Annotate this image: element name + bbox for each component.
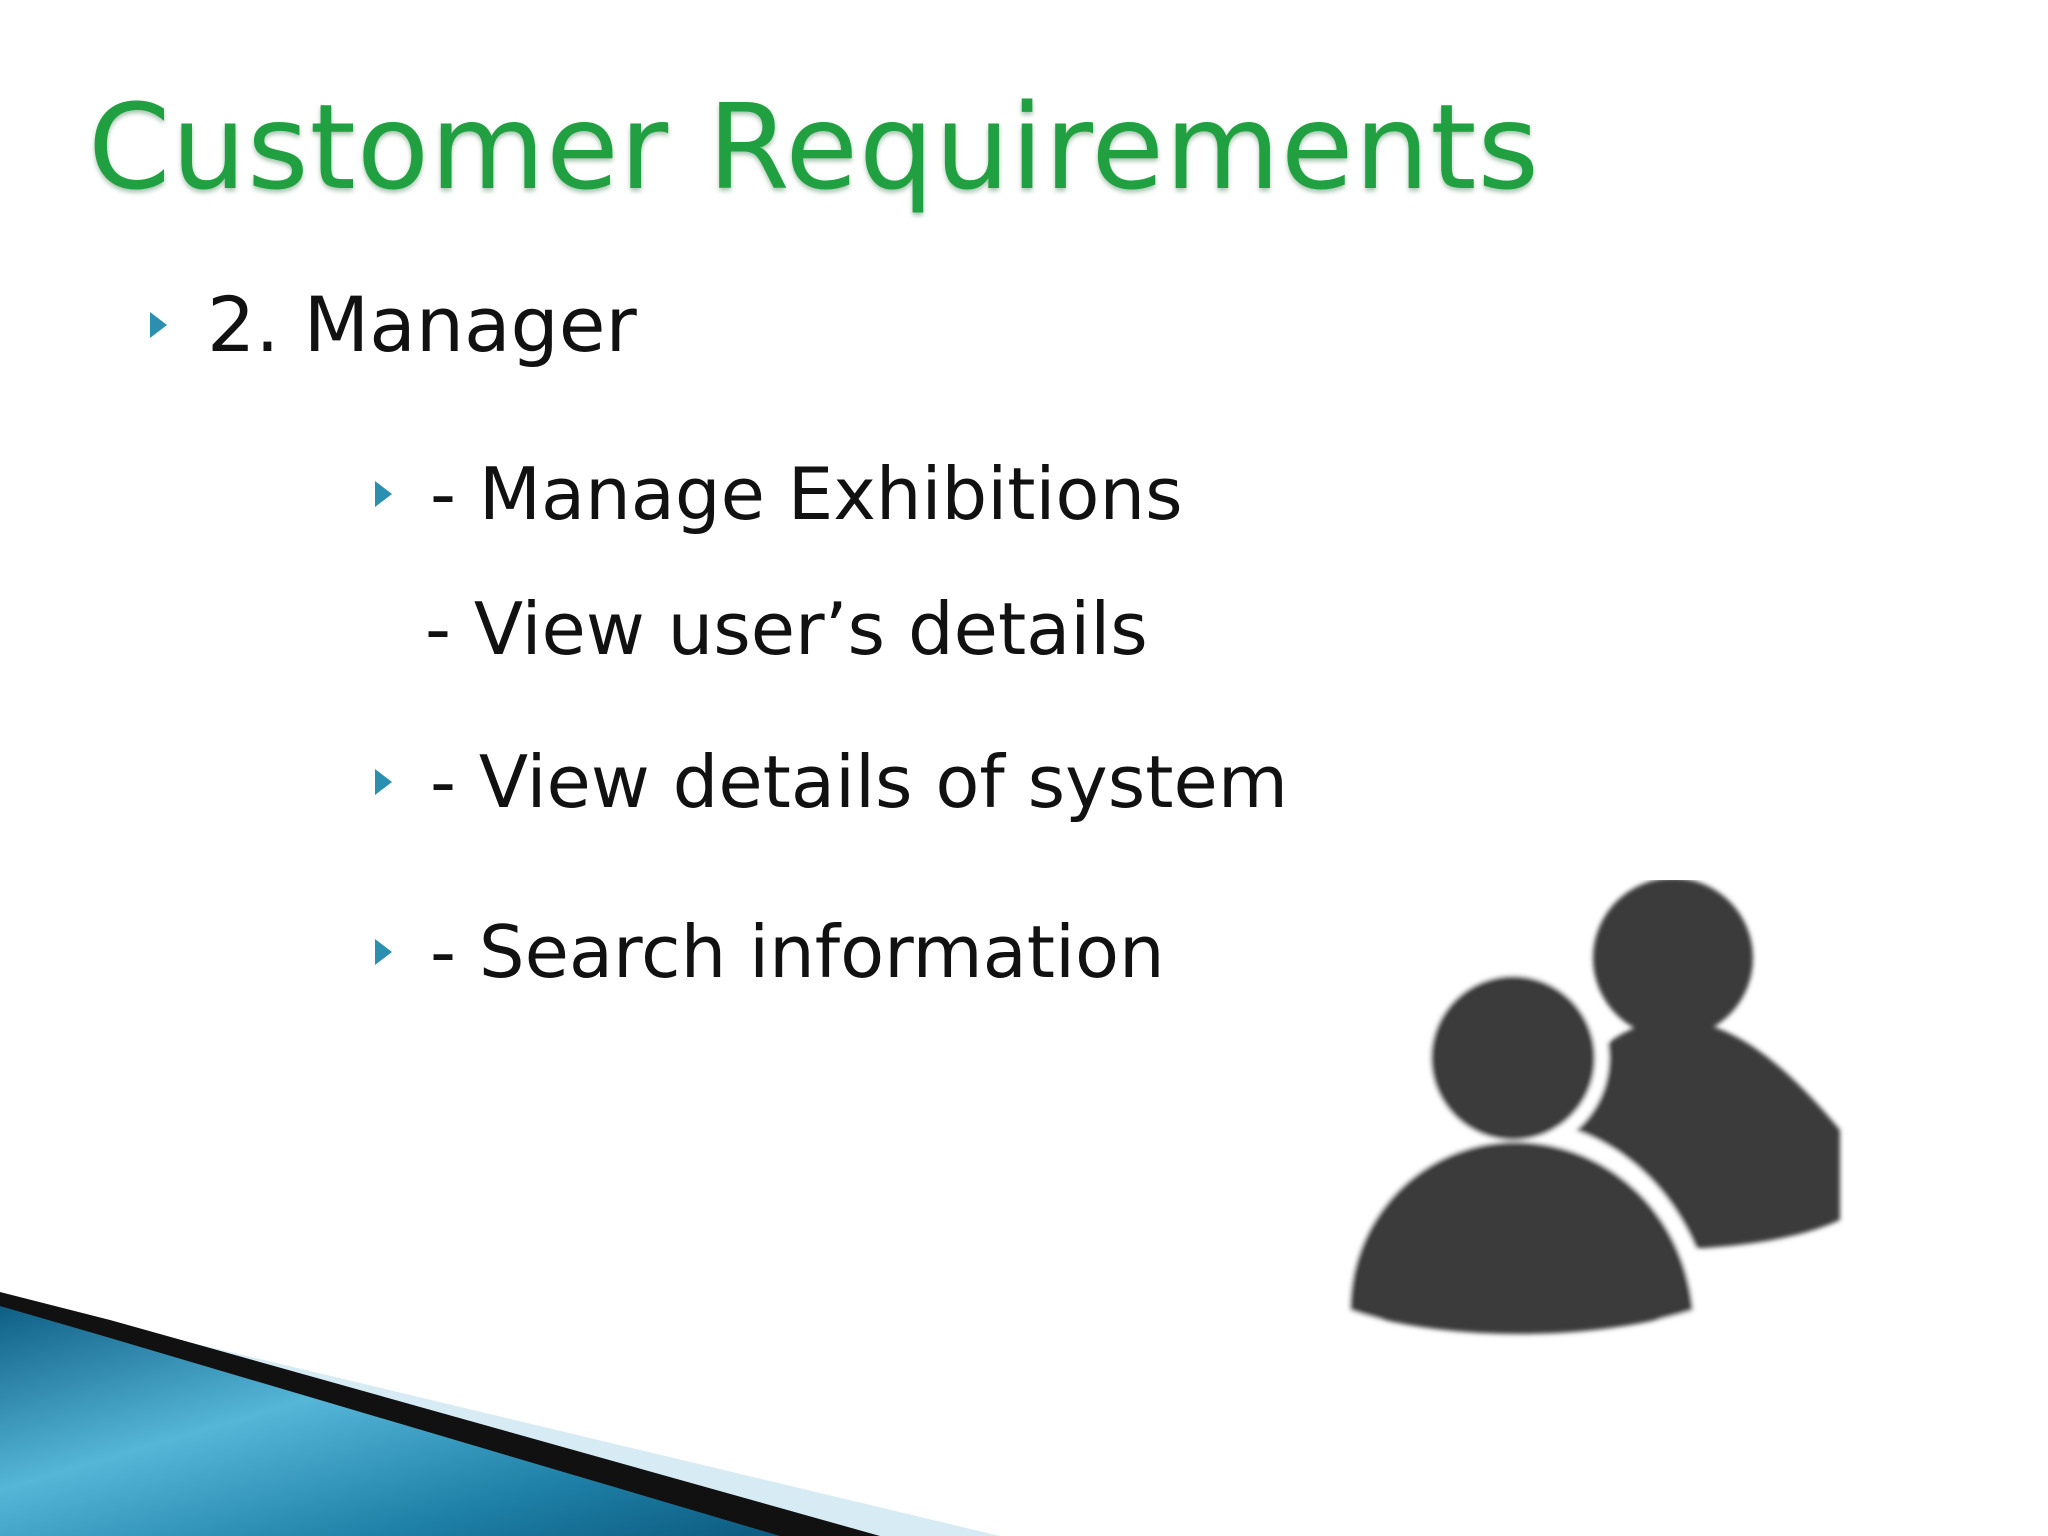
- bullet-arrow-icon: [375, 939, 392, 965]
- bullet-text: 2. Manager: [207, 280, 637, 369]
- bullet-manage-exhibitions: - Manage Exhibitions: [375, 452, 1183, 536]
- slide-title: Customer Requirements: [88, 78, 1541, 216]
- decorative-swoosh: [0, 1292, 1000, 1536]
- bullet-text: - Search information: [430, 910, 1165, 994]
- bullet-manager: 2. Manager: [150, 280, 637, 369]
- bullet-search-information: - Search information: [375, 910, 1165, 994]
- bullet-view-system-details: - View details of system: [375, 740, 1288, 824]
- bullet-arrow-icon: [150, 311, 167, 338]
- bullet-text: - View details of system: [430, 740, 1288, 824]
- bullet-text: - Manage Exhibitions: [430, 452, 1183, 536]
- bullet-text: - View user’s details: [425, 587, 1148, 671]
- bullet-arrow-icon: [375, 769, 392, 795]
- bullet-view-user-details: - View user’s details: [425, 587, 1148, 671]
- users-icon: [1345, 880, 1840, 1334]
- bullet-arrow-icon: [375, 481, 392, 507]
